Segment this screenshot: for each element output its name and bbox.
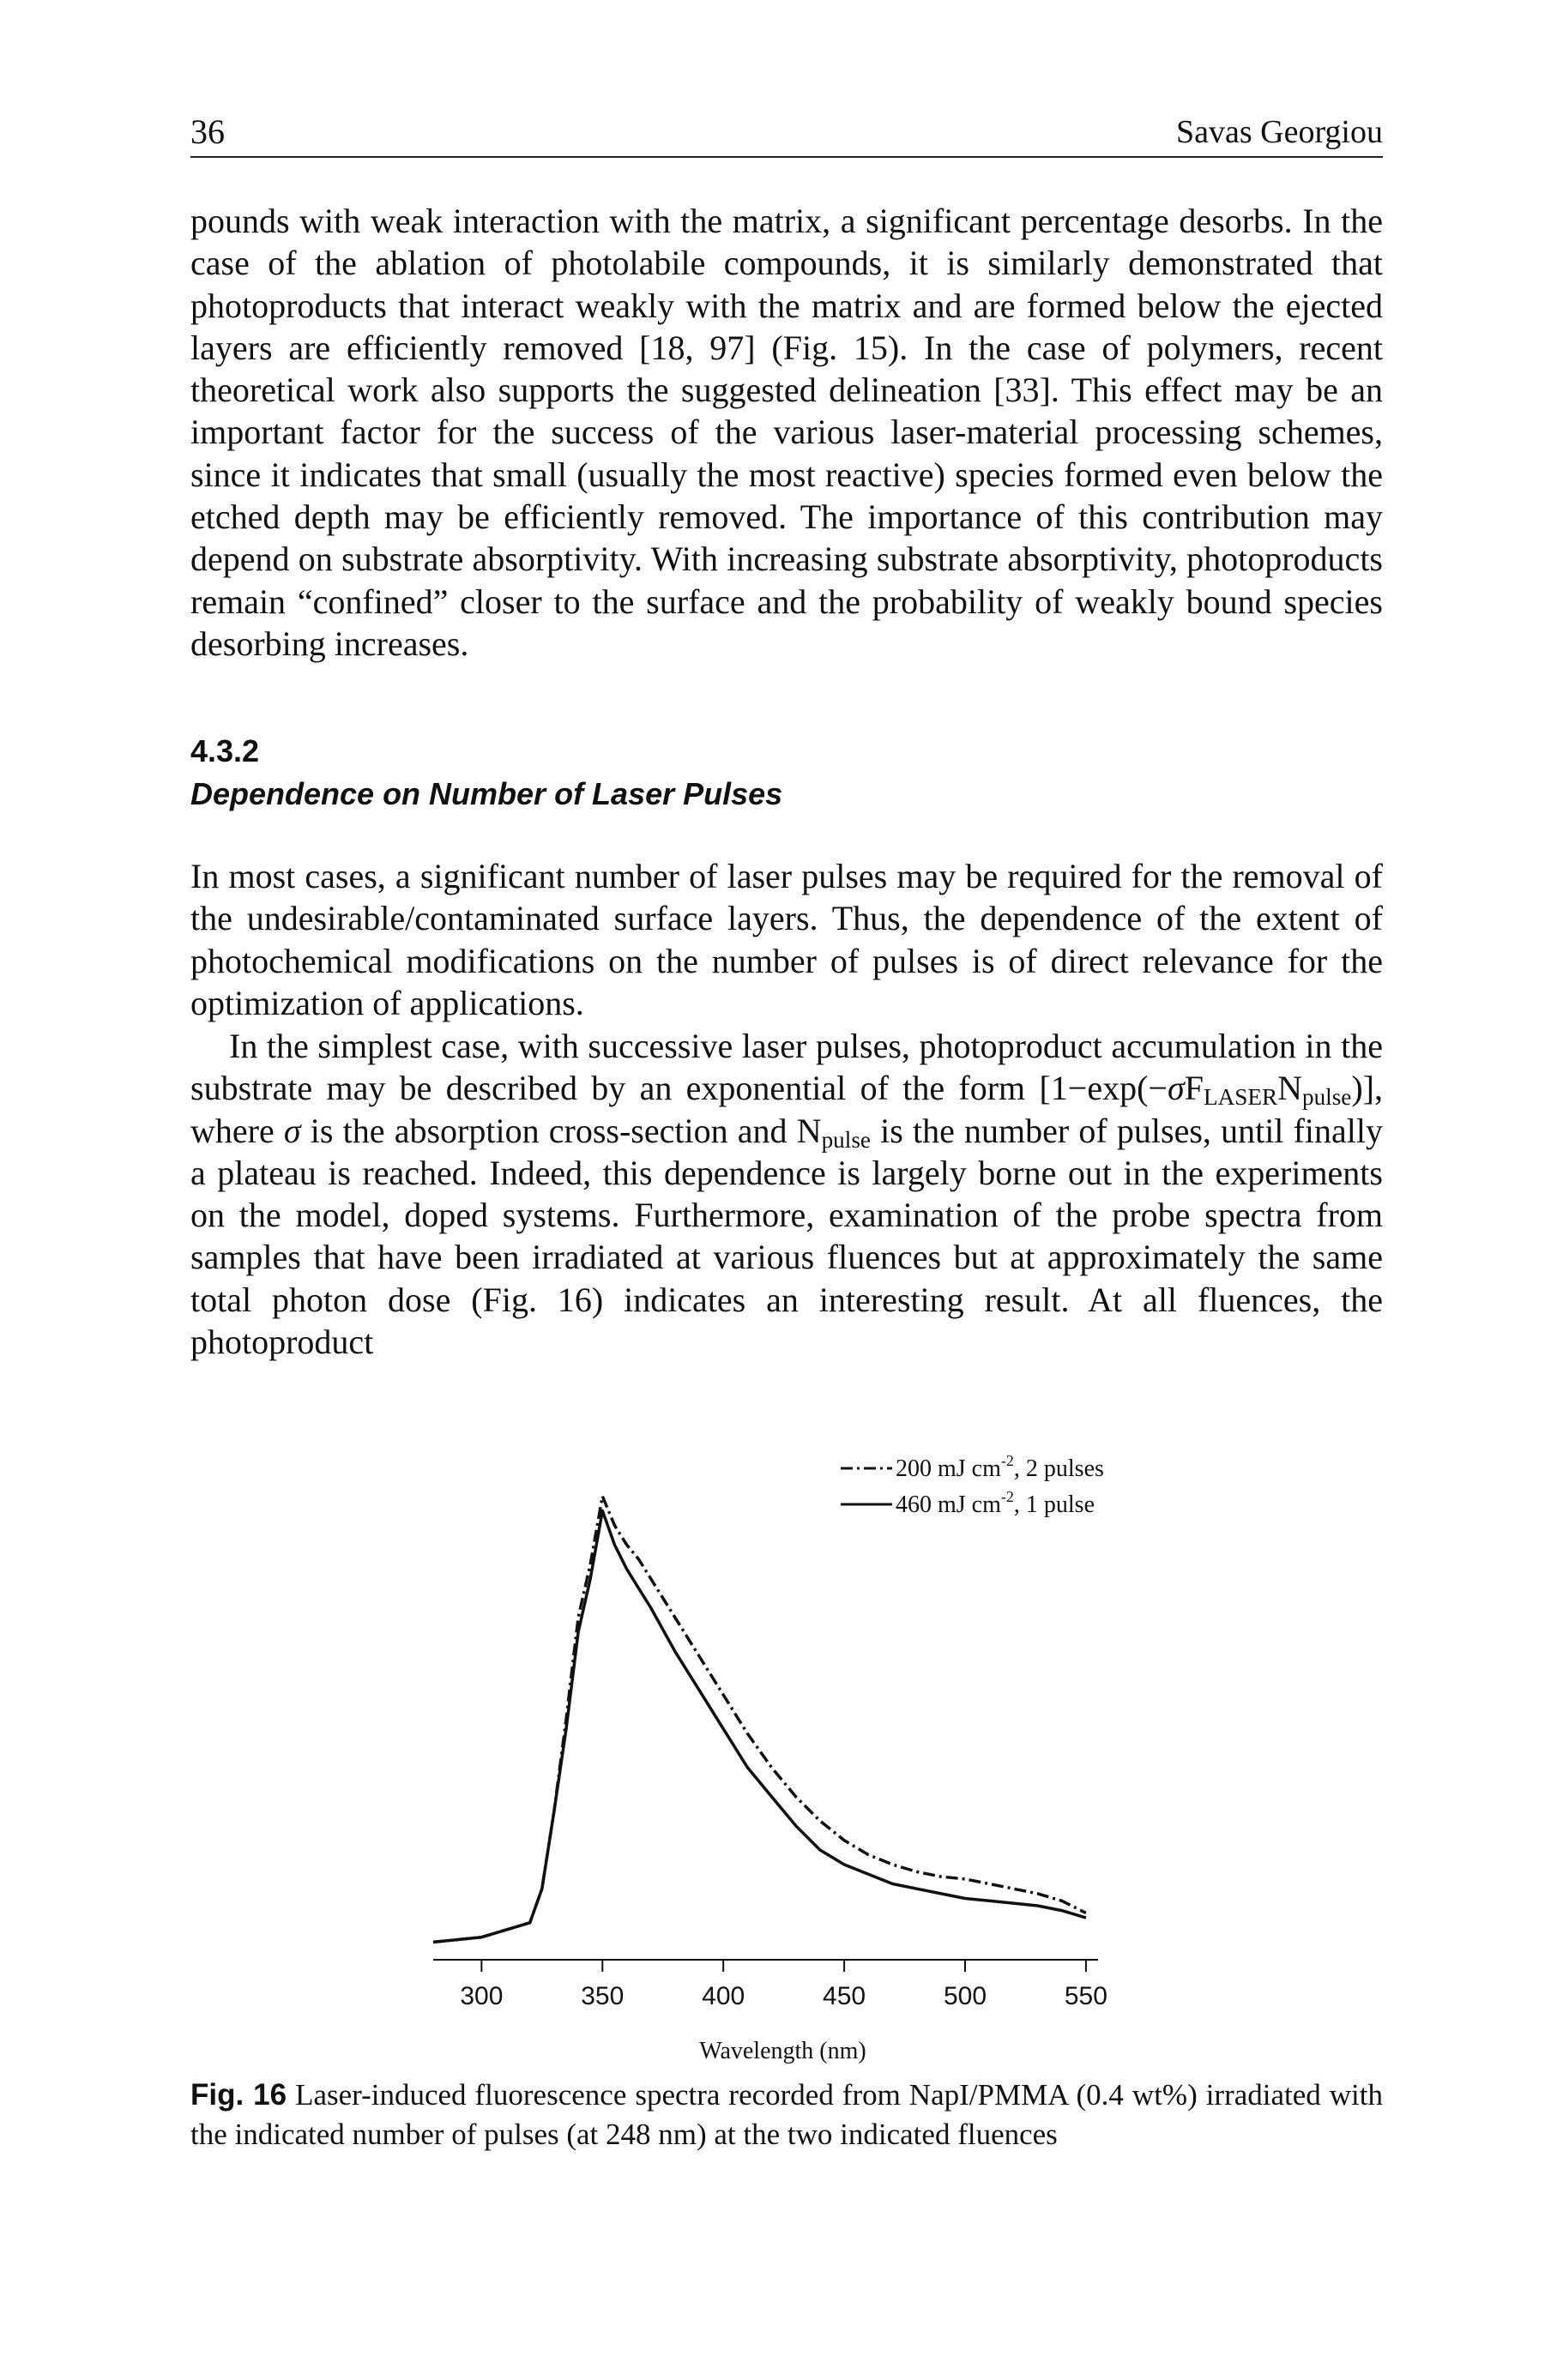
- page-header: 36 Savas Georgiou: [190, 111, 1383, 158]
- caption-label: Fig. 16: [190, 2078, 287, 2112]
- pulse-subscript: pulse: [1301, 1084, 1352, 1111]
- x-tick-label-500: 500: [944, 1982, 987, 2010]
- fluence-symbol: F: [1184, 1069, 1204, 1108]
- series-group: [432, 1494, 1087, 1944]
- fluorescence-chart: 300 350 400 450 500 550 200 mJ cm-2, 2 pulses…: [432, 1452, 1107, 2064]
- legend-label-200mj: 200 mJ cm-2, 2 pulses: [896, 1452, 1104, 1482]
- legend: 200 mJ cm-2, 2 pulses 460 mJ cm-2, 1 pul…: [841, 1452, 1104, 1518]
- x-axis-ticks: [480, 1960, 1087, 1972]
- sigma-symbol-2: σ: [283, 1111, 301, 1150]
- legend-exponent-1: -2: [1001, 1488, 1014, 1505]
- pulse-subscript-2: pulse: [821, 1126, 871, 1153]
- paragraph-2: In most cases, a significant number of l…: [190, 857, 1383, 1022]
- caption-text: Laser-induced fluorescence spectra recor…: [190, 2078, 1383, 2151]
- paragraph-3-text-a: In the simplest case, with successive la…: [190, 1027, 1383, 1108]
- legend-suffix-1: , 1 pulse: [1014, 1491, 1095, 1518]
- legend-name-0: 200 mJ cm: [896, 1455, 1001, 1482]
- paragraph-3-text-c: is the absorption cross-section and: [300, 1111, 797, 1150]
- paragraph-3-text-d: is the number of pulses, until finally a…: [190, 1111, 1384, 1362]
- x-axis-tick-labels: 300 350 400 450 500 550: [460, 1982, 1107, 2010]
- x-tick-label-400: 400: [702, 1982, 745, 2010]
- x-axis-label: Wavelength (nm): [699, 2038, 866, 2064]
- section-number: 4.3.2: [190, 733, 260, 768]
- figure-16: 300 350 400 450 500 550 200 mJ cm-2, 2 pulses…: [386, 1424, 1244, 2067]
- legend-suffix-0: , 2 pulses: [1014, 1455, 1104, 1482]
- x-tick-label-550: 550: [1065, 1982, 1107, 2010]
- x-tick-label-350: 350: [581, 1982, 624, 2010]
- paragraph-3: In the simplest case, with successive la…: [190, 1025, 1383, 1363]
- fluence-subscript: LASER: [1203, 1084, 1278, 1111]
- paragraph-3-text-b: )], where: [190, 1069, 1383, 1150]
- running-head: Savas Georgiou: [1176, 114, 1383, 150]
- pulse-symbol-2: N: [796, 1111, 822, 1150]
- section-title: Dependence on Number of Laser Pulses: [190, 776, 783, 811]
- pulse-symbol: N: [1277, 1069, 1302, 1108]
- paragraph-1: pounds with weak interaction with the ma…: [190, 202, 1383, 663]
- series-line-1: [432, 1509, 1087, 1944]
- x-tick-label-300: 300: [460, 1982, 503, 2010]
- page-number: 36: [190, 112, 225, 151]
- figure-caption: Fig. 16 Laser-induced fluorescence spect…: [190, 2076, 1383, 2154]
- x-tick-label-450: 450: [823, 1982, 866, 2010]
- series-line-0: [432, 1494, 1087, 1944]
- header-rule: [190, 156, 1383, 158]
- legend-exponent-0: -2: [1001, 1452, 1014, 1469]
- legend-label-460mj: 460 mJ cm-2, 1 pulse: [896, 1488, 1095, 1518]
- sigma-symbol: σ: [1167, 1069, 1185, 1108]
- legend-name-1: 460 mJ cm: [896, 1491, 1001, 1518]
